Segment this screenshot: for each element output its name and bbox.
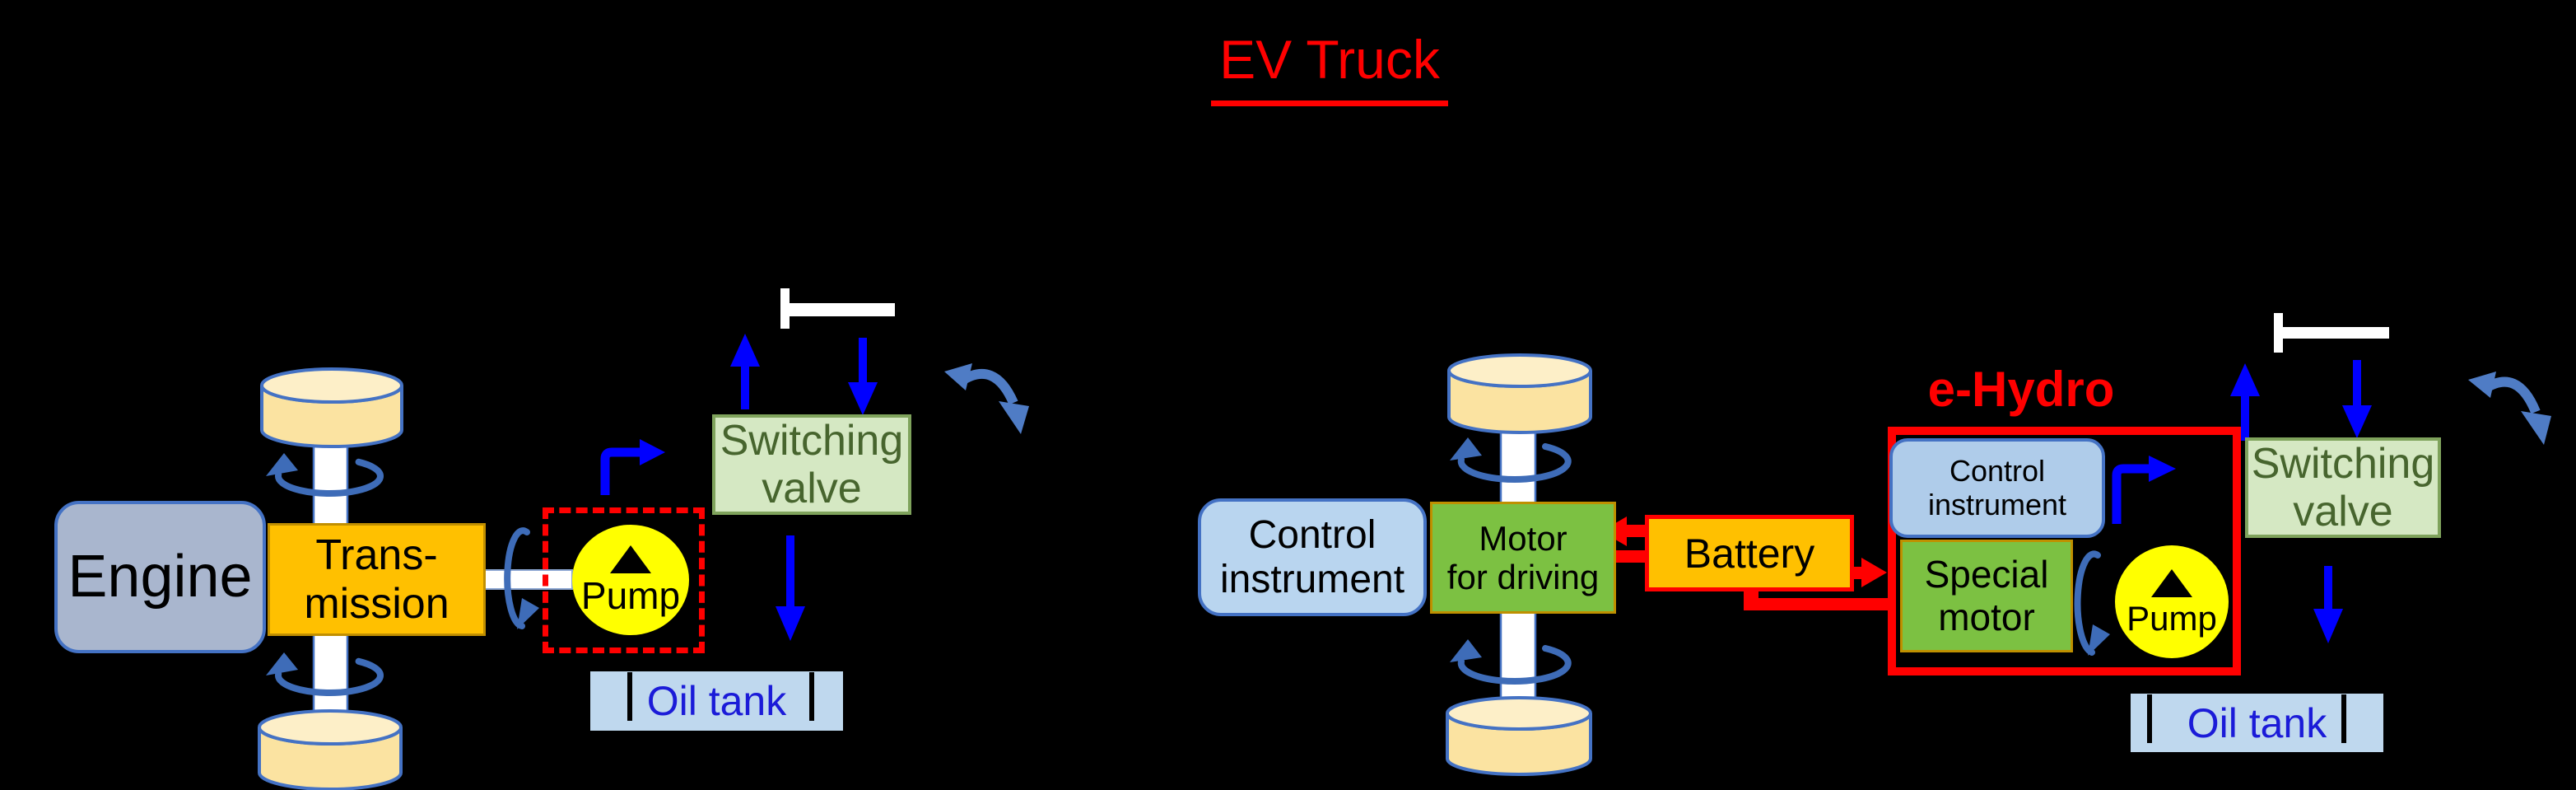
tilt-arrow-left-icon <box>944 363 1029 434</box>
inner-control-instrument-box: Control instrument <box>1889 438 2105 538</box>
oil-tank-right-box: Oil tank <box>2131 694 2383 752</box>
page-title: EV Truck <box>1186 28 1474 106</box>
tilt-arrow-right-icon <box>2468 372 2551 445</box>
switching-valve-left-label: Switching valve <box>720 416 904 512</box>
wheel-top-right-icon <box>1447 353 1592 434</box>
axle-shaft-bottom-left <box>312 629 349 720</box>
hydraulic-cylinder-left-icon <box>780 288 895 329</box>
inner-control-instrument-label: Control instrument <box>1927 454 2067 521</box>
pump-outlet-triangle-icon <box>2151 568 2192 597</box>
switching-valve-left-box: Switching valve <box>712 414 911 515</box>
pump-left-label: Pump <box>580 574 681 618</box>
tank-wall-mark-icon <box>809 672 814 721</box>
switching-valve-right-label: Switching valve <box>2251 439 2435 535</box>
rotation-arrow-bottom-left-icon <box>266 652 384 696</box>
page-title-text: EV Truck <box>1211 28 1448 106</box>
tank-wall-mark-icon <box>2341 694 2346 743</box>
tank-wall-mark-icon <box>627 672 632 721</box>
rotation-arrow-top-left-icon <box>266 453 384 497</box>
transmission-box: Trans- mission <box>268 523 486 636</box>
rotation-arrow-bottom-right-icon <box>1450 639 1572 685</box>
oil-tank-left-box: Oil tank <box>590 671 843 731</box>
pump-highlight-dashed-box <box>543 507 705 653</box>
special-motor-label: Special motor <box>1924 552 2049 638</box>
pump-to-valve-arrow-right-icon <box>2112 456 2176 524</box>
oil-tank-left-label: Oil tank <box>646 678 787 724</box>
flow-arrow-tank-left-icon <box>776 535 805 641</box>
tank-wall-mark-icon <box>2147 694 2152 743</box>
motor-for-driving-label: Motor for driving <box>1446 518 1600 596</box>
e-hydro-title: e-Hydro <box>1927 362 2115 417</box>
control-instrument-box: Control instrument <box>1198 498 1427 616</box>
pump-right-icon: Pump <box>2115 545 2229 658</box>
rotation-arrow-top-right-icon <box>1450 437 1572 484</box>
control-instrument-label: Control instrument <box>1219 512 1405 601</box>
battery-label: Battery <box>1684 530 1815 577</box>
flow-arrow-up-right-icon <box>2230 363 2260 441</box>
battery-box: Battery <box>1645 515 1854 591</box>
flow-arrow-down-left-icon <box>848 338 878 415</box>
battery-to-ehydro-arrow <box>1744 558 1890 610</box>
transmission-label: Trans- mission <box>304 531 450 628</box>
rotation-arrow-special-motor-icon <box>2074 550 2110 656</box>
flow-arrow-down-right-icon <box>2342 360 2372 438</box>
pump-left-icon: Pump <box>572 525 689 635</box>
wheel-top-left-icon <box>260 367 403 448</box>
pump-right-label: Pump <box>2126 598 2217 638</box>
flow-arrow-tank-right-icon <box>2313 566 2343 643</box>
oil-tank-right-label: Oil tank <box>2187 699 2327 746</box>
hydraulic-cylinder-right-icon <box>2274 313 2389 353</box>
engine-label: Engine <box>68 544 253 610</box>
engine-box: Engine <box>54 501 266 653</box>
flow-arrow-up-left-icon <box>730 334 760 409</box>
pump-outlet-triangle-icon <box>610 545 651 574</box>
special-motor-box: Special motor <box>1900 540 2073 652</box>
rotation-arrow-pump-shaft-left-icon <box>504 527 539 629</box>
pump-to-valve-arrow-left-icon <box>600 439 665 495</box>
motor-for-driving-box: Motor for driving <box>1430 502 1616 614</box>
wheel-bottom-left-icon <box>258 709 403 790</box>
wheel-bottom-right-icon <box>1446 696 1592 776</box>
switching-valve-right-box: Switching valve <box>2245 437 2441 538</box>
e-hydro-unit-box <box>1888 427 2241 675</box>
